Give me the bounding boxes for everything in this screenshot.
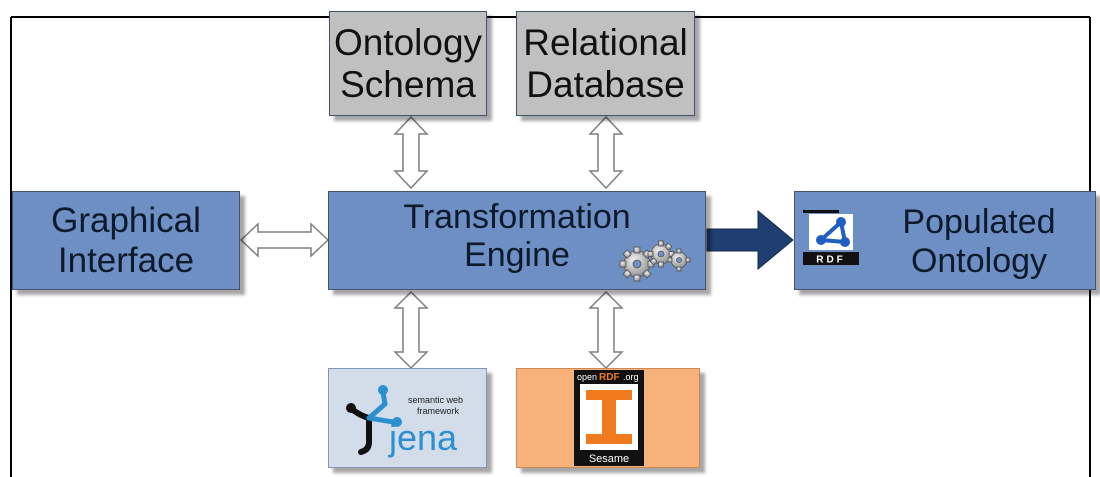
jena-logo-icon: semantic web framework jena [345, 385, 463, 458]
arrow-engine-jena [393, 290, 429, 370]
transformation-engine-line-2: Engine [464, 236, 570, 275]
sesame-logo-icon: open RDF .org Sesame [574, 370, 644, 466]
jena-logo-box: semantic web framework jena [328, 368, 487, 468]
graphical-interface-box: Graphical Interface [12, 191, 240, 290]
populated-ontology-line-2: Ontology [910, 241, 1048, 280]
ontology-schema-line-2: Schema [340, 63, 476, 105]
arrow-database-engine [588, 115, 624, 190]
sesame-top-rdf: RDF [599, 372, 620, 383]
jena-tagline-line-2: framework [417, 406, 460, 416]
arrow-interface-engine [239, 222, 330, 258]
jena-tagline-line-1: semantic web [408, 395, 463, 405]
transformation-engine-line-1: Transformation [403, 198, 631, 236]
sesame-name: Sesame [589, 453, 629, 465]
ontology-schema-box: Ontology Schema [329, 11, 487, 116]
sesame-top-open: open [577, 372, 597, 382]
gears-icon [619, 240, 691, 282]
transformation-engine-box: Transformation Engine [328, 191, 706, 290]
relational-database-box: Relational Database [516, 11, 695, 116]
populated-ontology-line-1: Populated [902, 203, 1056, 242]
arrow-engine-populated [706, 209, 794, 271]
relational-database-line-1: Relational [523, 22, 688, 64]
ontology-schema-line-1: Ontology [333, 22, 483, 64]
graphical-interface-line-2: Interface [57, 240, 195, 280]
populated-ontology-box: RDF Populated Ontology [794, 191, 1096, 290]
arrow-engine-sesame [588, 290, 624, 370]
sesame-logo-box: open RDF .org Sesame [516, 368, 700, 468]
relational-database-line-2: Database [526, 63, 685, 105]
arrow-schema-engine [393, 115, 429, 190]
rdf-logo-text: RDF [816, 255, 846, 266]
jena-name: jena [388, 417, 458, 458]
graphical-interface-line-1: Graphical [51, 201, 201, 241]
sesame-top-org: .org [623, 372, 639, 382]
rdf-logo-icon: RDF [803, 210, 859, 266]
